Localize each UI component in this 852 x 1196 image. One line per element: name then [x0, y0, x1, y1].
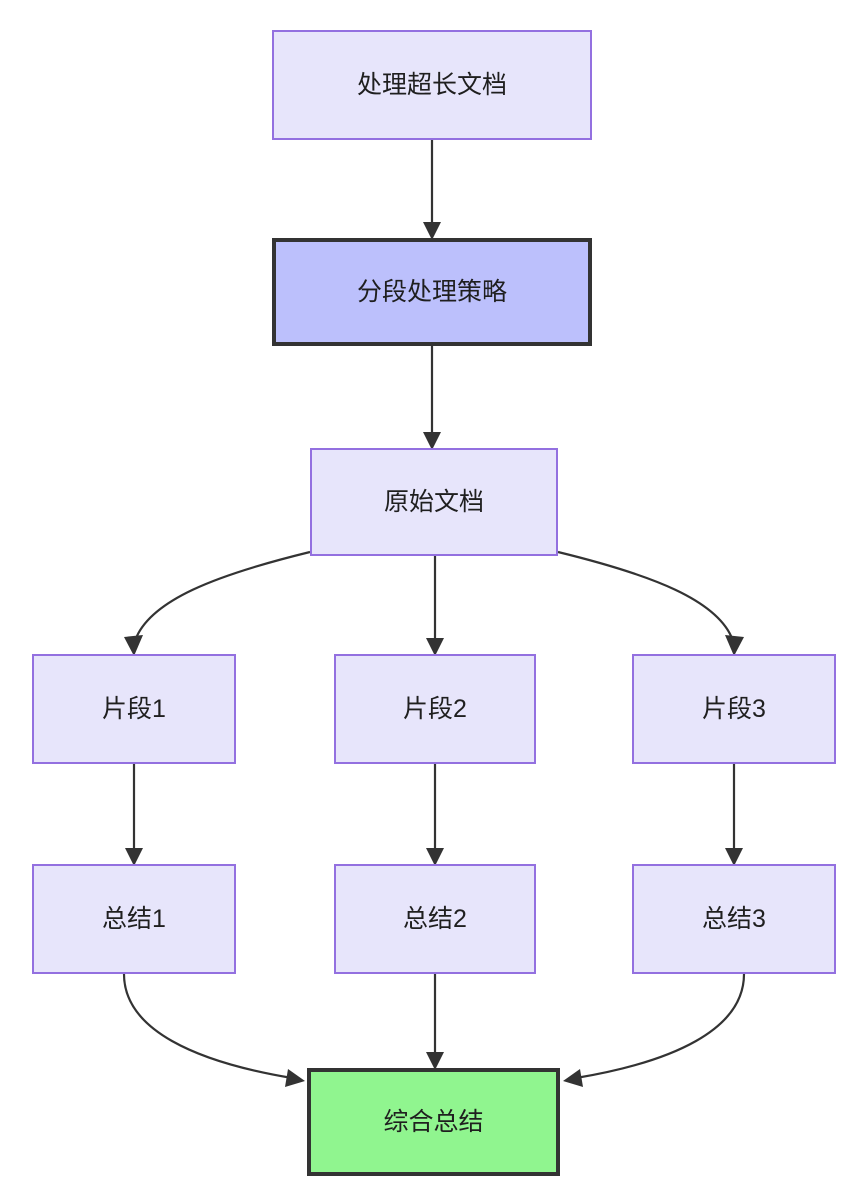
node-summary1[interactable]: 总结1 [32, 864, 236, 974]
edge-source-chunk3 [557, 550, 744, 656]
node-chunk2[interactable]: 片段2 [334, 654, 536, 764]
edge-summary2-final [426, 974, 444, 1070]
node-chunk2-label: 片段2 [403, 695, 467, 723]
node-strategy[interactable]: 分段处理策略 [272, 238, 592, 346]
node-chunk3-label: 片段3 [702, 695, 766, 723]
node-chunk3[interactable]: 片段3 [632, 654, 836, 764]
node-final[interactable]: 综合总结 [307, 1068, 560, 1176]
node-doc-label: 处理超长文档 [356, 71, 507, 99]
node-doc[interactable]: 处理超长文档 [272, 30, 592, 140]
node-summary3-label: 总结3 [702, 905, 766, 933]
edge-chunk2-summary2 [426, 764, 444, 866]
edge-doc-strategy [423, 140, 441, 240]
edge-source-chunk2 [426, 556, 444, 656]
node-chunk1[interactable]: 片段1 [32, 654, 236, 764]
node-source-label: 原始文档 [383, 488, 484, 516]
node-source[interactable]: 原始文档 [310, 448, 558, 556]
node-chunk1-label: 片段1 [102, 695, 166, 723]
edge-source-chunk1 [124, 550, 311, 656]
node-summary2-label: 总结2 [403, 905, 467, 933]
node-final-label: 综合总结 [383, 1108, 484, 1136]
edge-chunk3-summary3 [725, 764, 743, 866]
edge-chunk1-summary1 [125, 764, 143, 866]
node-summary3[interactable]: 总结3 [632, 864, 836, 974]
edge-summary3-final [563, 973, 746, 1087]
node-summary2[interactable]: 总结2 [334, 864, 536, 974]
node-summary1-label: 总结1 [102, 905, 166, 933]
node-strategy-label: 分段处理策略 [356, 278, 507, 306]
edge-summary1-final [122, 973, 305, 1087]
edge-strategy-source [423, 346, 441, 450]
